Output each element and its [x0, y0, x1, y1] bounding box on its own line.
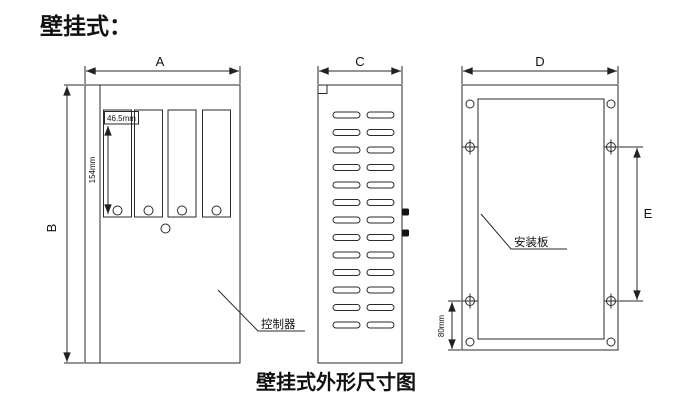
vent-slot: [332, 164, 361, 171]
slot-width-label: 46.5mm: [107, 114, 136, 123]
vent-slot: [366, 269, 395, 276]
module-hole: [143, 205, 154, 216]
mount-plate-label: 安装板: [514, 235, 549, 249]
vent-slot: [366, 216, 395, 224]
controller-leader: [217, 289, 305, 332]
vent-slot: [332, 321, 361, 329]
vent-slot: [366, 251, 395, 259]
vent-slot: [332, 269, 361, 276]
slot-width-box: [104, 111, 139, 125]
side-view: C: [317, 54, 409, 364]
caption: 壁挂式外形尺寸图: [256, 370, 416, 394]
vent-slot: [332, 304, 361, 311]
controller-label: 控制器: [261, 317, 296, 331]
vent-slot: [366, 286, 395, 294]
back-outline: [461, 84, 619, 351]
keyhole-crosshair: [462, 139, 478, 155]
back-view: D E: [437, 54, 653, 351]
vent-slot: [332, 216, 361, 224]
mounting-hole: [465, 337, 475, 347]
vent-slot: [332, 181, 361, 189]
vent-slot: [366, 304, 395, 311]
vent-slot: [332, 286, 361, 294]
front-view: 46.5mm 154mm A B 控制器: [44, 54, 305, 364]
vent-slot: [366, 199, 395, 206]
vent-slot: [366, 181, 395, 189]
terminal-knob: [402, 229, 409, 237]
vent-slot: [366, 129, 395, 136]
dim-a-label: A: [156, 54, 165, 69]
dim-d-label: D: [535, 54, 544, 69]
center-hole: [160, 223, 171, 234]
vent-slot: [332, 251, 361, 259]
terminal-knob: [402, 208, 409, 216]
keyhole-crosshair: [603, 139, 619, 155]
module-slot: [103, 109, 132, 218]
vent-slot: [332, 111, 361, 119]
dim-offset-label: 80mm: [437, 315, 446, 338]
mounting-hole: [606, 337, 616, 347]
module-hole: [211, 205, 222, 216]
vent-slot: [366, 146, 395, 154]
dim-e-label: E: [644, 206, 653, 221]
dim-b-label: B: [44, 224, 59, 233]
vent-slot: [332, 146, 361, 154]
mount-plate-leader: [480, 213, 567, 250]
keyhole-crosshair: [603, 293, 619, 309]
slot-height-label: 154mm: [88, 156, 97, 183]
vent-slot: [332, 129, 361, 136]
module-slot: [167, 109, 197, 218]
module-hole: [112, 205, 123, 216]
vent-slot-grid: [332, 111, 395, 329]
vent-slot: [366, 164, 395, 171]
vent-slot: [366, 234, 395, 241]
vent-slot: [366, 321, 395, 329]
module-hole: [177, 205, 187, 216]
mounting-hole: [465, 99, 475, 109]
page-title: 壁挂式：: [40, 13, 132, 39]
vent-slot: [366, 111, 395, 119]
module-slot: [134, 109, 163, 218]
keyhole-crosshair: [462, 293, 478, 309]
vent-slot: [332, 199, 361, 206]
mounting-hole: [606, 99, 616, 109]
dim-c-label: C: [355, 54, 364, 69]
mounting-plate-outline: [477, 98, 605, 340]
module-slot: [202, 109, 231, 218]
side-flange-step: [318, 85, 328, 94]
vent-slot: [332, 234, 361, 241]
side-outline: [317, 84, 403, 364]
